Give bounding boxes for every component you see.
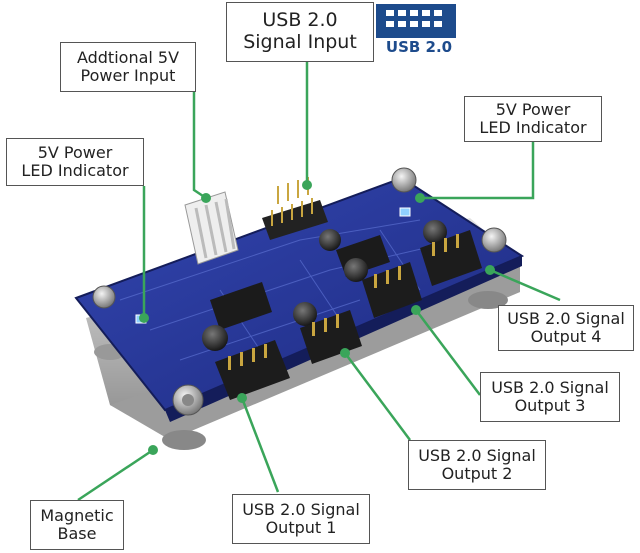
label-line: Signal Input (243, 31, 357, 53)
label-line: Output 2 (441, 464, 513, 483)
label-line: USB 2.0 Signal (507, 308, 625, 328)
label-line: USB 2.0 (262, 9, 338, 32)
label-output-3: USB 2.0 Signal Output 3 (480, 372, 620, 422)
capacitor (202, 325, 228, 351)
usb-output-header-4 (420, 230, 482, 286)
leader-output-1 (240, 397, 280, 493)
leader-magnetic-base (77, 448, 154, 502)
label-line: USB 2.0 Signal (418, 445, 536, 465)
mounting-screw (172, 384, 204, 416)
label-line: Base (57, 524, 97, 543)
leader-output-4 (489, 268, 561, 302)
label-output-4: USB 2.0 Signal Output 4 (498, 305, 634, 351)
label-line: USB 2.0 Signal (491, 377, 609, 397)
label-line: Addtional 5V (76, 47, 180, 67)
usb-output-header-1 (215, 340, 290, 400)
magnetic-foot (162, 430, 206, 450)
mounting-screw (481, 227, 507, 253)
leader-led-right (420, 141, 535, 200)
label-output-1: USB 2.0 Signal Output 1 (232, 494, 370, 544)
power-connector (184, 191, 239, 265)
usb-logo-icon (376, 4, 456, 56)
usb-badge-label: USB 2.0 (385, 38, 453, 56)
capacitor (293, 302, 317, 326)
label-line: Output 1 (265, 518, 337, 537)
label-led-indicator-right: 5V Power LED Indicator (464, 96, 602, 142)
label-line: 5V Power (37, 142, 113, 162)
label-line: LED Indicator (479, 118, 587, 137)
mounting-screw (391, 167, 417, 193)
capacitor (423, 220, 447, 244)
label-line: LED Indicator (21, 161, 129, 180)
label-line: Magnetic (40, 505, 114, 525)
controller-chip (210, 282, 272, 330)
label-line: Output 4 (530, 327, 602, 346)
leader-output-2 (343, 352, 412, 441)
led-indicator-right (399, 207, 411, 217)
magnetic-foot (468, 291, 508, 309)
label-additional-power-input: Addtional 5V Power Input (60, 42, 196, 92)
usb-output-header-3 (362, 262, 422, 318)
label-line: 5V Power (495, 99, 571, 119)
leader-output-3 (415, 309, 481, 396)
label-led-indicator-left: 5V Power LED Indicator (6, 138, 144, 186)
mounting-screw (92, 285, 116, 309)
capacitor (344, 258, 368, 282)
label-usb-signal-input: USB 2.0 Signal Input (226, 2, 374, 62)
label-line: Output 3 (514, 396, 586, 415)
leader-additional-power (192, 92, 207, 200)
label-output-2: USB 2.0 Signal Output 2 (408, 440, 546, 490)
capacitor (319, 229, 341, 251)
label-line: USB 2.0 Signal (242, 499, 360, 519)
label-line: Power Input (80, 66, 176, 85)
label-magnetic-base: Magnetic Base (30, 500, 124, 550)
